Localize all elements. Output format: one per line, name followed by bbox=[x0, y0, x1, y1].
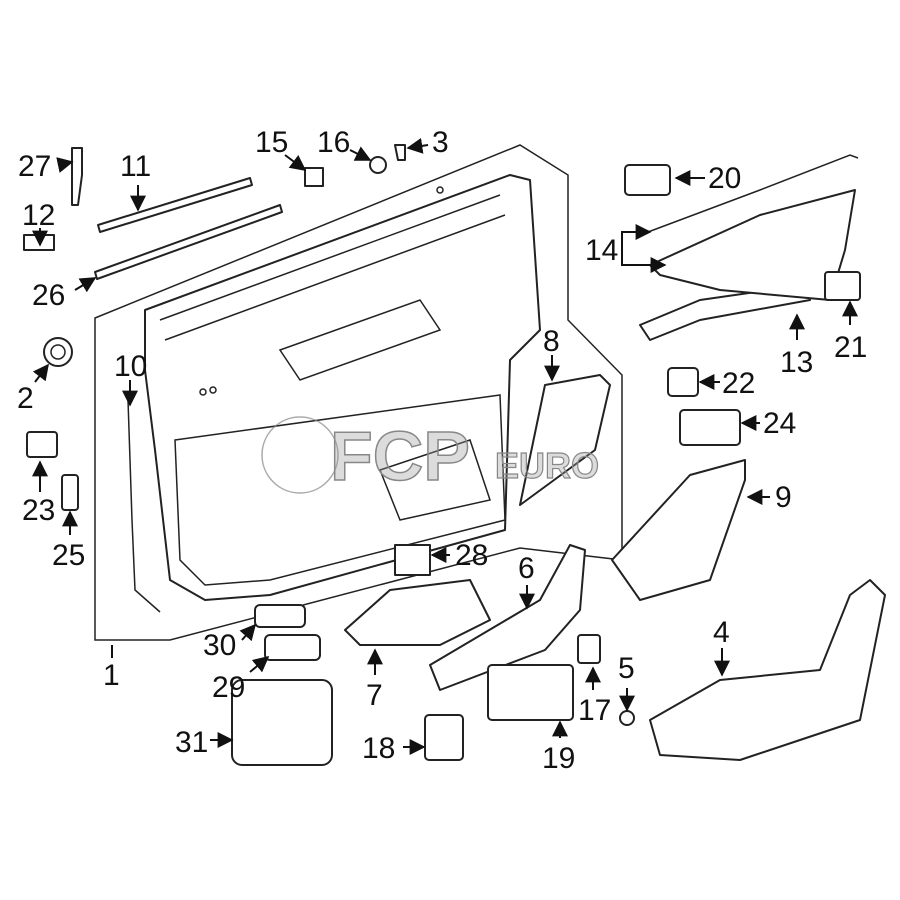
cap-25 bbox=[61, 474, 79, 511]
clip-16 bbox=[369, 156, 387, 174]
molding-strip-11 bbox=[97, 177, 253, 233]
screw-5 bbox=[619, 710, 635, 726]
lens-29 bbox=[264, 634, 321, 661]
callout-17: 17 bbox=[578, 694, 611, 727]
callout-27: 27 bbox=[18, 150, 51, 183]
callout-23: 23 bbox=[22, 494, 55, 527]
callout-1: 1 bbox=[103, 659, 120, 692]
door-panel-group-outline bbox=[94, 144, 623, 641]
watermark-suffix: EURO bbox=[495, 445, 599, 486]
callout-10: 10 bbox=[114, 350, 147, 383]
callout-14: 14 bbox=[585, 234, 618, 267]
callout-18: 18 bbox=[362, 732, 395, 765]
switch-bezel bbox=[429, 544, 586, 691]
callout-20: 20 bbox=[708, 162, 741, 195]
upper-trim-rail bbox=[639, 154, 859, 236]
clip-28 bbox=[394, 544, 431, 576]
switch-21 bbox=[824, 271, 861, 301]
callout-7: 7 bbox=[366, 679, 383, 712]
callout-2: 2 bbox=[17, 382, 34, 415]
watermark-brand: FCP bbox=[330, 417, 470, 495]
seal-strip bbox=[127, 399, 161, 613]
speaker-grille bbox=[519, 374, 611, 506]
door-pocket bbox=[344, 579, 491, 646]
callout-8: 8 bbox=[543, 325, 560, 358]
clip-15 bbox=[304, 167, 324, 187]
callout-5: 5 bbox=[618, 652, 635, 685]
leader-lines bbox=[32, 137, 858, 755]
armrest-cover bbox=[649, 579, 886, 761]
callout-19: 19 bbox=[542, 742, 575, 775]
callout-4: 4 bbox=[713, 616, 730, 649]
switch-pack-19 bbox=[487, 664, 574, 721]
bezel-24 bbox=[679, 409, 741, 446]
switch-23 bbox=[26, 431, 58, 458]
callout-25: 25 bbox=[52, 539, 85, 572]
callout-13: 13 bbox=[780, 346, 813, 379]
sensor-27 bbox=[71, 147, 83, 206]
switch-20 bbox=[624, 164, 671, 196]
door-trim-panel bbox=[144, 174, 541, 601]
callout-11: 11 bbox=[120, 150, 151, 183]
lamp-30 bbox=[254, 604, 306, 628]
callout-31: 31 bbox=[175, 726, 208, 759]
module-31 bbox=[231, 679, 333, 766]
trim-strip bbox=[639, 284, 811, 341]
switch-22 bbox=[667, 367, 699, 397]
storage-net bbox=[611, 459, 746, 601]
callout-6: 6 bbox=[518, 552, 535, 585]
molding-strip-26 bbox=[94, 204, 283, 280]
callout-15: 15 bbox=[255, 126, 288, 159]
callout-labels: 27 11 15 16 3 20 12 14 26 2 10 8 13 21 2… bbox=[17, 126, 867, 775]
callout-29: 29 bbox=[212, 671, 245, 704]
switch-18 bbox=[424, 714, 464, 761]
callout-16: 16 bbox=[317, 126, 350, 159]
callout-24: 24 bbox=[763, 407, 796, 440]
watermark-logo: FCP EURO bbox=[261, 416, 600, 496]
callout-28: 28 bbox=[455, 539, 488, 572]
callout-9: 9 bbox=[775, 481, 792, 514]
switch-17 bbox=[577, 634, 601, 664]
screw-3 bbox=[394, 144, 406, 161]
grommet-2 bbox=[43, 337, 73, 367]
callout-12: 12 bbox=[22, 199, 55, 232]
callout-26: 26 bbox=[32, 279, 65, 312]
callout-22: 22 bbox=[722, 367, 755, 400]
callout-21: 21 bbox=[834, 331, 867, 364]
callout-30: 30 bbox=[203, 629, 236, 662]
callout-3: 3 bbox=[432, 126, 449, 159]
